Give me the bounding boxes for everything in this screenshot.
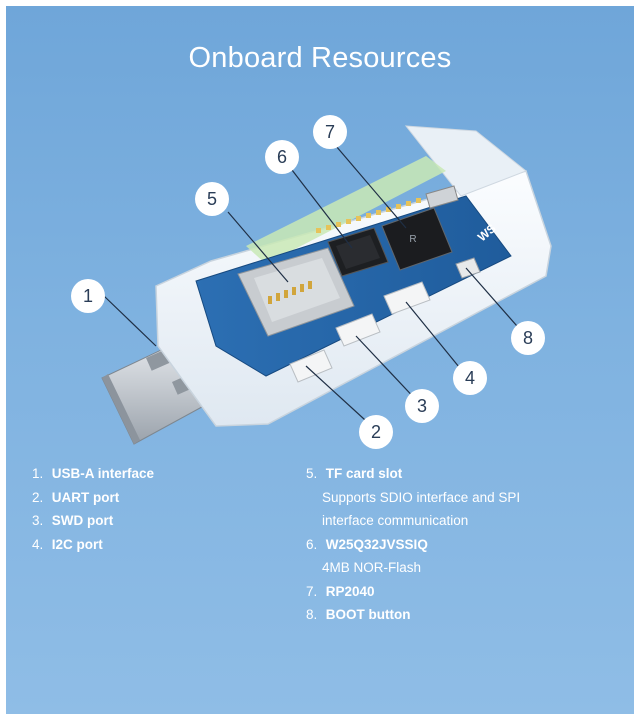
- flash-chip: [327, 227, 389, 277]
- boot-button: [455, 257, 481, 279]
- tf-card-description-line-2: interface communication: [322, 513, 469, 528]
- svg-text:7: 7: [325, 122, 335, 142]
- list-item-i2c: 4. I2C port: [32, 536, 103, 552]
- list-item-tf-card: 5. TF card slot: [306, 466, 403, 481]
- swd-connector: [335, 313, 381, 347]
- resource-list-right: 5. TF card slot Supports SDIO interface …: [306, 462, 626, 627]
- device-illustration: R WS: [71, 115, 552, 449]
- page-title: Onboard Resources: [188, 42, 452, 74]
- callout-2: 2: [359, 415, 393, 449]
- list-item-usb-a: 1. USB-A interface: [32, 466, 155, 481]
- rp2040-chip: R: [381, 207, 453, 271]
- leader-lines: [103, 145, 525, 431]
- infographic-page: Onboard Resources: [6, 6, 634, 714]
- svg-text:8: 8: [523, 328, 533, 348]
- svg-text:1: 1: [83, 286, 93, 306]
- callout-7: 7: [313, 115, 347, 149]
- resource-list-left: 1. USB-A interface 2. UART port 3. SWD p…: [32, 462, 302, 556]
- callout-8: 8: [511, 321, 545, 355]
- crystal-component: [425, 185, 459, 209]
- svg-text:4: 4: [465, 368, 475, 388]
- svg-text:3: 3: [417, 396, 427, 416]
- chip-logo-mark: R: [409, 234, 416, 245]
- uart-connector: [289, 349, 333, 383]
- svg-text:5: 5: [207, 189, 217, 209]
- callout-6: 6: [265, 140, 299, 174]
- list-item-boot: 8. BOOT button: [306, 607, 411, 622]
- list-item-swd: 3. SWD port: [32, 513, 114, 528]
- svg-text:6: 6: [277, 147, 287, 167]
- list-item-flash: 6. W25Q32JVSSIQ: [306, 536, 428, 552]
- callout-3: 3: [405, 389, 439, 423]
- callout-1: 1: [71, 279, 105, 313]
- list-item-rp2040: 7. RP2040: [306, 583, 375, 599]
- tf-card-slot: [237, 247, 355, 337]
- svg-text:2: 2: [371, 422, 381, 442]
- list-item-uart: 2. UART port: [32, 489, 120, 505]
- flash-description: 4MB NOR-Flash: [322, 560, 422, 575]
- callout-4: 4: [453, 361, 487, 395]
- tf-card-description-line-1: Supports SDIO interface and SPI: [322, 489, 521, 505]
- i2c-connector: [383, 281, 431, 315]
- callout-5: 5: [195, 182, 229, 216]
